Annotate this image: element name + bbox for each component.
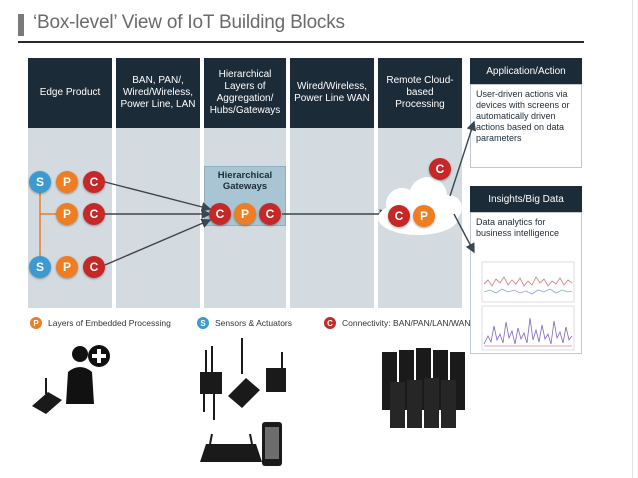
arrow-cloud-insights xyxy=(453,213,475,254)
app-action-text: User-driven actions via devices with scr… xyxy=(470,84,582,168)
arrow-cloud-application xyxy=(449,120,477,197)
cloud-processing-badge: P xyxy=(413,205,435,227)
insights-title: Insights/Big Data xyxy=(470,186,582,212)
legend-connectivity-label: Connectivity: BAN/PAN/LAN/WAN xyxy=(342,318,471,328)
processing-badge: P xyxy=(56,203,78,225)
medical-person-icon xyxy=(66,345,110,404)
header-edge-product: Edge Product xyxy=(28,58,112,128)
gateway-connectivity-badge: C xyxy=(209,203,231,225)
arrow-edge3-gateway xyxy=(104,218,212,266)
app-action-title: Application/Action xyxy=(470,58,582,84)
title-rule xyxy=(18,41,584,43)
cloud-connectivity-badge: C xyxy=(429,158,451,180)
header-wan: Wired/Wireless, Power Line WAN xyxy=(290,58,374,128)
processing-badge: P xyxy=(56,256,78,278)
header-ban-pan: BAN, PAN/, Wired/Wireless, Power Line, L… xyxy=(116,58,200,128)
insights-text: Data analytics for business intelligence xyxy=(476,217,560,238)
header-remote: Remote Cloud-based Processing xyxy=(378,58,462,128)
router-icon xyxy=(200,433,262,462)
connectivity-badge: C xyxy=(83,171,105,193)
header-hierarchical: Hierarchical Layers of Aggregation/ Hubs… xyxy=(204,58,286,128)
connectivity-badge: C xyxy=(83,203,105,225)
wearable-sensor-icon xyxy=(32,378,62,414)
right-rule xyxy=(632,0,633,478)
legend-connectivity-dot: C xyxy=(324,317,336,329)
server-rack-icon xyxy=(382,348,465,428)
processing-badge: P xyxy=(56,171,78,193)
sensor-badge: S xyxy=(29,256,51,278)
phone-icon xyxy=(262,422,282,466)
legend-processing-label: Layers of Embedded Processing xyxy=(48,318,171,328)
cloud-connectivity-badge: C xyxy=(388,205,410,227)
arrow-edge1-gateway xyxy=(104,181,212,212)
sensor-device-icon xyxy=(200,338,286,420)
connectivity-badge: C xyxy=(83,256,105,278)
gateway-processing-badge: P xyxy=(234,203,256,225)
gateway-label: Hierarchical Gateways xyxy=(217,170,273,192)
slide-title: ‘Box-level’ View of IoT Building Blocks xyxy=(33,12,345,33)
title-accent xyxy=(18,14,24,36)
sensor-badge: S xyxy=(29,171,51,193)
gateway-connectivity-badge: C xyxy=(259,203,281,225)
legend-processing-dot: P xyxy=(30,317,42,329)
analytics-chart-image xyxy=(481,261,575,351)
legend-sensor-dot: S xyxy=(197,317,209,329)
legend-sensor-label: Sensors & Actuators xyxy=(215,318,293,328)
